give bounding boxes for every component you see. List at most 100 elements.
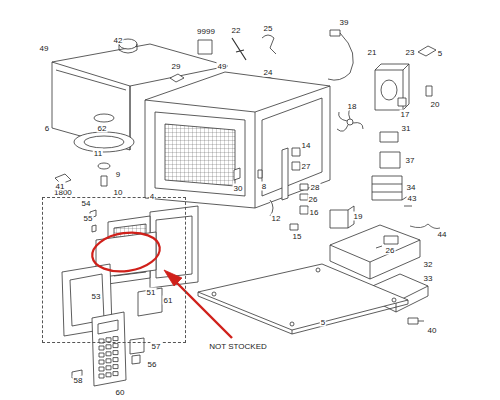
callout-number: 37	[405, 156, 416, 165]
callout-number: 26	[308, 195, 319, 204]
thermal-cutout	[418, 46, 436, 56]
turntable	[74, 114, 134, 186]
hinge	[234, 168, 240, 180]
door-frame	[150, 206, 198, 288]
keypad-button	[99, 346, 104, 350]
callout-number: 57	[151, 342, 162, 351]
callout-number: 11	[93, 149, 103, 158]
callout-number: 44	[437, 230, 448, 239]
callout-number: 53	[91, 292, 102, 301]
callout-number: 4	[149, 192, 155, 201]
callout-number: 15	[292, 232, 303, 241]
clip	[170, 74, 184, 82]
callout-number: 12	[271, 214, 282, 223]
callout-number: 30	[233, 184, 244, 193]
keypad-button	[99, 360, 104, 364]
callout-number: 19	[353, 212, 364, 221]
keypad-button	[106, 359, 111, 363]
callout-number: 61	[163, 296, 174, 305]
callout-number: 8	[261, 182, 267, 191]
callout-number: 25	[263, 24, 274, 33]
callout-number: 5	[320, 318, 326, 327]
transformer	[372, 176, 402, 200]
base-plate	[198, 264, 408, 334]
callout-number: 6	[44, 124, 50, 133]
switch-part	[262, 35, 276, 54]
callout-number: 21	[367, 48, 378, 57]
callout-number: 56	[147, 360, 158, 369]
sensor	[426, 86, 432, 96]
keypad-button	[113, 351, 118, 355]
keypad-button	[113, 358, 118, 362]
keypad-button	[113, 337, 118, 341]
callout-number: 18	[347, 102, 358, 111]
callout-number: 23	[405, 48, 416, 57]
callout-number: 32	[423, 260, 434, 269]
keypad-button	[106, 366, 111, 370]
callout-number: 9999	[196, 27, 216, 36]
callout-number: 51	[146, 288, 157, 297]
door-choke	[138, 288, 162, 316]
thermostat	[398, 98, 406, 106]
callout-number: 16	[309, 208, 320, 217]
keypad-button	[99, 353, 104, 357]
callout-number: 60	[115, 388, 126, 397]
highlight-arrow	[172, 278, 232, 338]
latch-lever	[232, 38, 246, 60]
callout-number: 5	[437, 49, 443, 58]
highlight-arrowhead	[164, 270, 182, 286]
callout-number: 55	[83, 214, 94, 223]
callout-number: 40	[427, 326, 438, 335]
bracket	[132, 355, 140, 364]
door-switch-group	[270, 148, 308, 230]
callout-number: 33	[423, 274, 434, 283]
diode	[380, 152, 400, 168]
keypad-button	[113, 344, 118, 348]
callout-number: 62	[97, 124, 108, 133]
magnetron	[375, 64, 409, 110]
callout-number: 41	[55, 182, 66, 191]
main-cavity	[145, 72, 330, 208]
callout-number: 17	[400, 110, 411, 119]
callout-number: 43	[407, 194, 418, 203]
screw	[258, 170, 262, 178]
control-board	[130, 338, 144, 354]
callout-number: 49	[217, 62, 228, 71]
callout-number: 9	[115, 170, 121, 179]
callout-number: 42	[113, 36, 124, 45]
control-panel	[92, 312, 126, 386]
note-text: NOT STOCKED	[208, 342, 268, 351]
label-card	[198, 40, 212, 54]
callout-number: 34	[406, 183, 417, 192]
keypad-button	[113, 365, 118, 369]
base-chassis	[330, 224, 440, 279]
callout-number: 31	[401, 124, 412, 133]
callout-number: 20	[430, 100, 441, 109]
callout-number: 49	[39, 44, 50, 53]
keypad-button	[106, 345, 111, 349]
door-assembly-group: 1800	[42, 197, 186, 343]
callout-number: 22	[231, 26, 242, 35]
keypad-button	[113, 372, 118, 376]
relay	[330, 206, 354, 228]
power-cord	[328, 30, 353, 80]
callout-number: 54	[81, 199, 92, 208]
callout-number: 29	[171, 62, 182, 71]
callout-number: 28	[310, 183, 321, 192]
keypad-button	[99, 374, 104, 378]
keypad-button	[106, 338, 111, 342]
callout-number: 24	[263, 68, 274, 77]
screw	[408, 318, 424, 324]
keypad-button	[106, 352, 111, 356]
keypad-button	[106, 373, 111, 377]
callout-number: 27	[301, 162, 312, 171]
callout-number: 10	[113, 188, 124, 197]
callout-number: 14	[301, 141, 312, 150]
fan-blade	[337, 107, 363, 131]
callout-number: 26	[385, 246, 396, 255]
keypad-button	[99, 367, 104, 371]
callout-number: 39	[339, 18, 350, 27]
capacitor	[380, 132, 398, 142]
highlight-ellipse	[90, 228, 163, 275]
